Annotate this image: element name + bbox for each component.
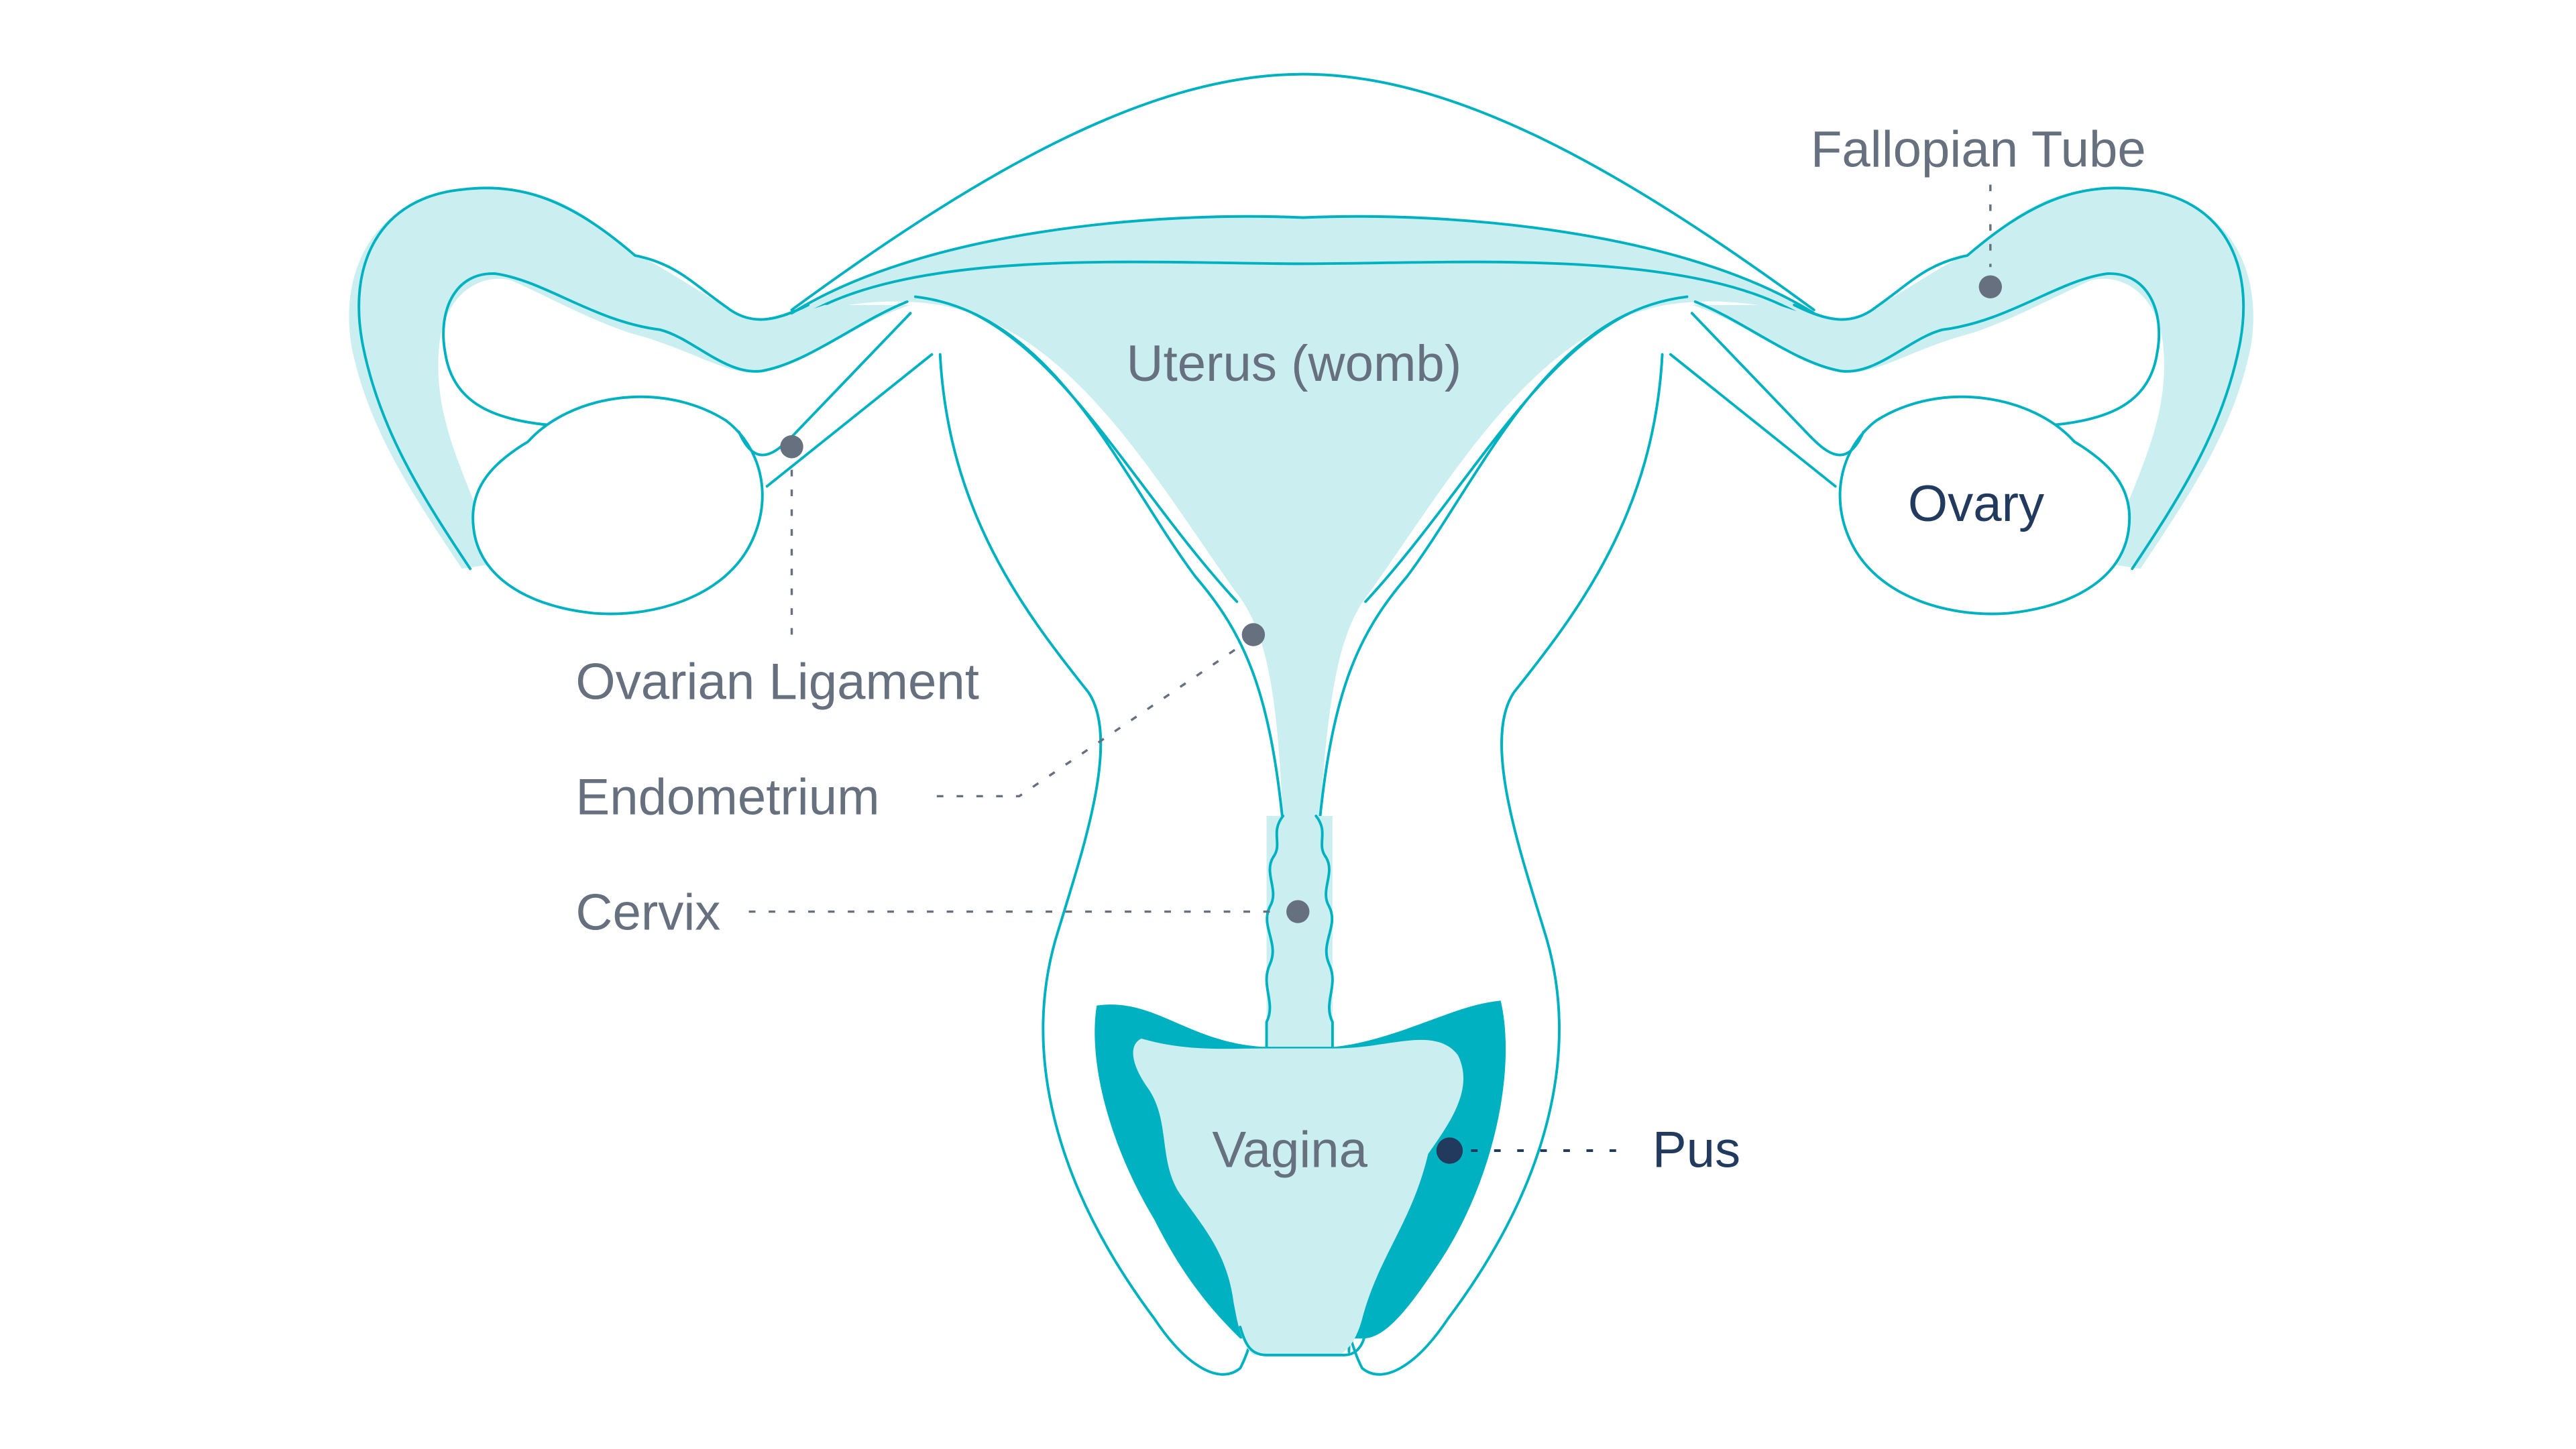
uterus-outline-top bbox=[790, 215, 1815, 315]
label-vagina: Vagina bbox=[1212, 1122, 1367, 1179]
uterine-wall-right bbox=[1318, 295, 1689, 826]
label-ovary: Ovary bbox=[1908, 475, 2044, 532]
uterus-inner-top bbox=[807, 260, 1799, 315]
label-fallopian-tube: Fallopian Tube bbox=[1811, 121, 2146, 178]
fallopian-tube-left-outline bbox=[357, 186, 810, 571]
right-half bbox=[1318, 186, 2253, 1376]
perimetrium-outline bbox=[790, 72, 1815, 312]
body-outline-left bbox=[938, 353, 1255, 1376]
vagina-outline bbox=[1239, 1326, 1367, 1356]
ovary-left bbox=[471, 395, 764, 616]
fallopian-tube-right bbox=[1691, 188, 2253, 569]
body-outline-right bbox=[1347, 353, 1664, 1376]
label-uterus: Uterus (womb) bbox=[1127, 335, 1462, 392]
cervix-canal bbox=[1266, 815, 1333, 1055]
fallopian-tube-right-outline bbox=[1793, 186, 2245, 571]
fallopian-tube-left bbox=[349, 188, 911, 569]
leader-lines bbox=[748, 184, 1992, 913]
cervix-wall-right bbox=[1314, 814, 1334, 1049]
marker-endometrium bbox=[1241, 623, 1266, 646]
ovarian-ligament-right bbox=[1669, 312, 1865, 488]
marker-fallopian-tube bbox=[1978, 275, 2003, 298]
marker-pus bbox=[1436, 1137, 1463, 1164]
label-cervix: Cervix bbox=[575, 884, 720, 941]
fallopian-tube-left-inner bbox=[442, 272, 909, 427]
cervix-wall-left bbox=[1265, 814, 1285, 1049]
label-endometrium: Endometrium bbox=[575, 768, 879, 825]
uterine-wall-left bbox=[913, 295, 1285, 826]
label-ovarian-ligament: Ovarian Ligament bbox=[575, 653, 978, 710]
marker-cervix bbox=[1286, 900, 1310, 923]
marker-ovarian-ligament bbox=[780, 435, 803, 459]
vagina-canal bbox=[1133, 1038, 1464, 1355]
fallopian-tube-right-inner bbox=[1693, 272, 2161, 427]
label-pus: Pus bbox=[1653, 1122, 1740, 1179]
left-half bbox=[349, 186, 1285, 1376]
ovary-right bbox=[1838, 395, 2131, 616]
uterus-cavity bbox=[775, 216, 1831, 825]
leader-endometrium bbox=[936, 645, 1241, 798]
